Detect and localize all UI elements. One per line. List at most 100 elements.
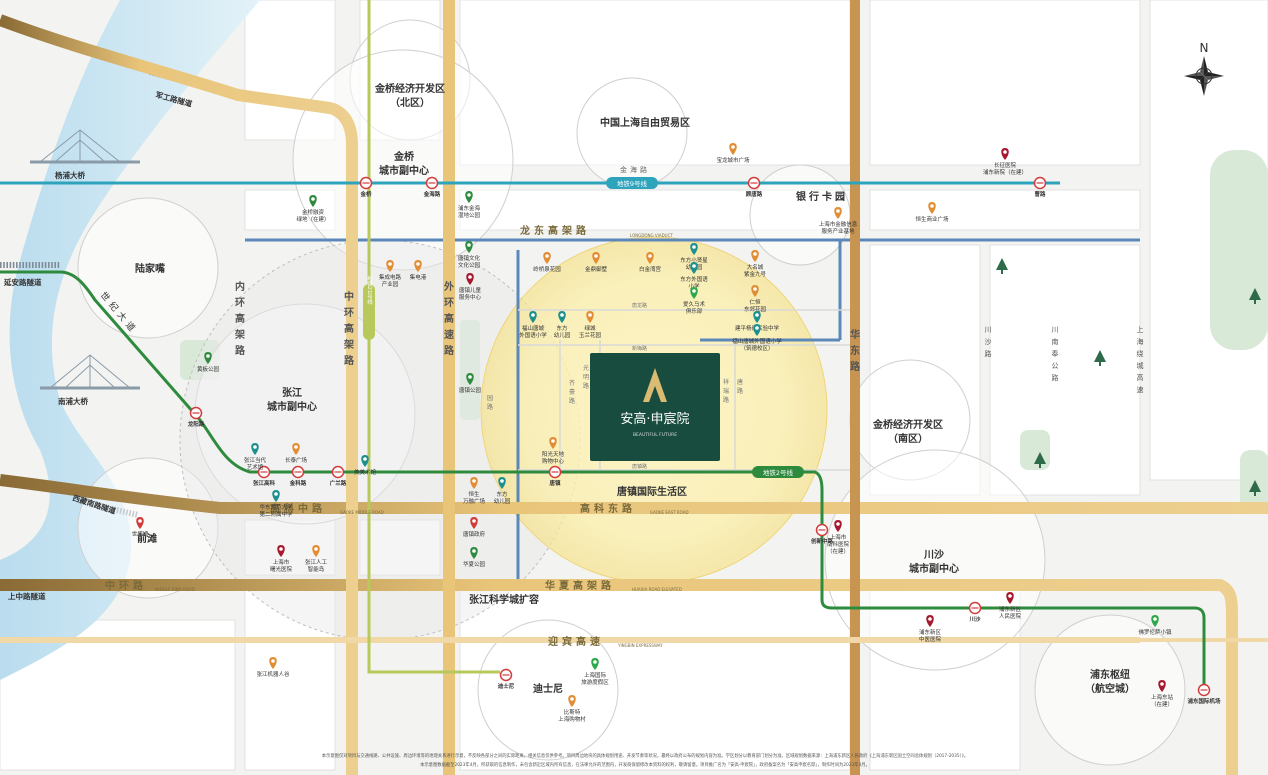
metro-station-jinqiao[interactable]: 金桥 <box>359 176 373 199</box>
station-label: 迪士尼 <box>498 682 515 690</box>
poi-label: 东郊花园 <box>744 305 767 313</box>
poi-baijin[interactable]: 白金湾宫 <box>639 252 662 273</box>
poi-label: 人民医院 <box>999 612 1022 620</box>
metro-station-chuangxin[interactable]: 创新中路 <box>810 523 834 546</box>
metro-station-chuansha[interactable]: 川沙 <box>968 601 982 624</box>
project-subtitle: BEAUTIFUL FUTURE <box>633 432 677 438</box>
poi-lingqiao[interactable]: 岭桥泉花园 <box>533 252 561 273</box>
area-bank-card: 银行卡园 <box>796 190 848 203</box>
metro-station-caolu[interactable]: 曹路 <box>1033 176 1047 199</box>
metro-station-gulu[interactable]: 顾唐路 <box>746 176 763 199</box>
poi-fushan[interactable]: 福山唐城外国语小学 <box>519 311 547 339</box>
poi-senluo[interactable]: 佛罗伦萨小镇 <box>1138 615 1172 636</box>
road-chuannanfeng-2: 南 <box>1052 337 1059 346</box>
area-jinqiao-north-1: 金桥经济开发区 <box>374 82 445 95</box>
poi-expo[interactable]: 世博馆 <box>132 517 149 538</box>
poi-label: 东方 <box>496 490 508 498</box>
poi-jidiangang[interactable]: 集电港 <box>410 260 427 281</box>
poi-meimei[interactable]: 美美术馆 <box>354 455 377 476</box>
road-gongyuan-2: 路 <box>487 403 493 411</box>
poi-robot[interactable]: 张江机器人谷 <box>256 657 290 678</box>
tree-icon <box>1249 288 1261 304</box>
poi-label: 上海市 <box>273 558 290 566</box>
poi-label: 金桥融资 <box>302 208 325 216</box>
poi-baoxing[interactable]: 宝龙城市广场 <box>716 143 750 164</box>
road-gongyuan-1: 园 <box>487 395 493 402</box>
area-lujiazui: 陆家嘴 <box>135 262 165 275</box>
road-middle-ring-v-1: 中 <box>344 290 354 303</box>
poi-gov[interactable]: 唐镇政府 <box>463 517 486 538</box>
poi-mingzhen[interactable]: 黄板公园 <box>197 352 220 373</box>
poi-label: 世博馆 <box>132 530 149 538</box>
road-raocheng-5: 高 <box>1137 373 1144 382</box>
map-pin-icon <box>309 195 317 207</box>
poi-label: 绿地（在建） <box>296 215 329 223</box>
map-pin-icon <box>568 695 576 707</box>
map-pin-icon <box>834 207 842 219</box>
metro-station-airport[interactable]: 浦东国际机场 <box>1187 683 1221 706</box>
poi-label: 长征医院 <box>994 161 1017 169</box>
metro-station-tangzhen[interactable]: 唐镇 <box>548 465 562 488</box>
map-pin-icon <box>361 455 369 467</box>
poi-dongfang-fl[interactable]: 东方外国语小学 <box>680 262 708 290</box>
metro-station-disney[interactable]: 迪士尼 <box>498 668 515 691</box>
area-pudong-hub-2: （航空城） <box>1085 682 1135 695</box>
road-longdong: 龙东高架路 <box>519 224 590 237</box>
poi-label: 集成电路 <box>379 273 402 281</box>
poi-label: 阳光天地 <box>542 450 565 458</box>
project-logo-icon <box>643 368 667 402</box>
poi-label: 东方外国语 <box>680 275 708 283</box>
poi-pd-station[interactable]: 上海东站（在建） <box>1151 680 1174 708</box>
poi-hengsheng[interactable]: 恒生商业广场 <box>915 202 949 223</box>
project-card[interactable]: 安高·申宸院 BEAUTIFUL FUTURE <box>590 353 720 461</box>
poi-label: 湿地公园 <box>458 211 481 219</box>
poi-fushan2[interactable]: 福山唐城外国语小学（筑德校区） <box>732 324 782 352</box>
metro-station-guanglan[interactable]: 广兰路 <box>330 465 347 488</box>
disclaimer-line-2: 本示意图数据截至2023年4月，所获取的信息制作，未包含新近区域内所有信息，在法… <box>420 761 870 768</box>
road-xiangrui-2: 瑞 <box>723 387 729 395</box>
poi-label: 张江当代 <box>244 456 267 464</box>
road-tanglong: 唐龙路 <box>632 302 647 309</box>
map-pin-icon <box>292 443 300 455</box>
poi-changtai[interactable]: 长泰广场 <box>285 443 308 464</box>
area-disney: 迪士尼 <box>533 682 563 695</box>
poi-huaxia-park[interactable]: 华夏公园 <box>463 547 486 568</box>
road-qihao-3: 路 <box>569 397 575 405</box>
poi-label: 曙光医院 <box>270 565 293 573</box>
station-label: 张江高科 <box>253 479 276 487</box>
metro-station-longyang[interactable]: 龙阳路 <box>187 406 205 429</box>
poi-tangzhen-park[interactable]: 唐镇公园 <box>459 373 482 394</box>
label-shangzhong-tunnel: 上中路隧道 <box>8 591 46 601</box>
poi-jinding[interactable]: 金鼎御墅 <box>585 252 608 273</box>
poi-label: 恒生商业广场 <box>915 215 949 223</box>
metro-station-jinke[interactable]: 金科路 <box>289 465 307 488</box>
poi-label: 浦东新区 <box>919 628 942 636</box>
metro-station-jinhai[interactable]: 金海路 <box>423 176 441 199</box>
metro-station-zhangjiang-hi[interactable]: 张江高科 <box>253 465 276 488</box>
